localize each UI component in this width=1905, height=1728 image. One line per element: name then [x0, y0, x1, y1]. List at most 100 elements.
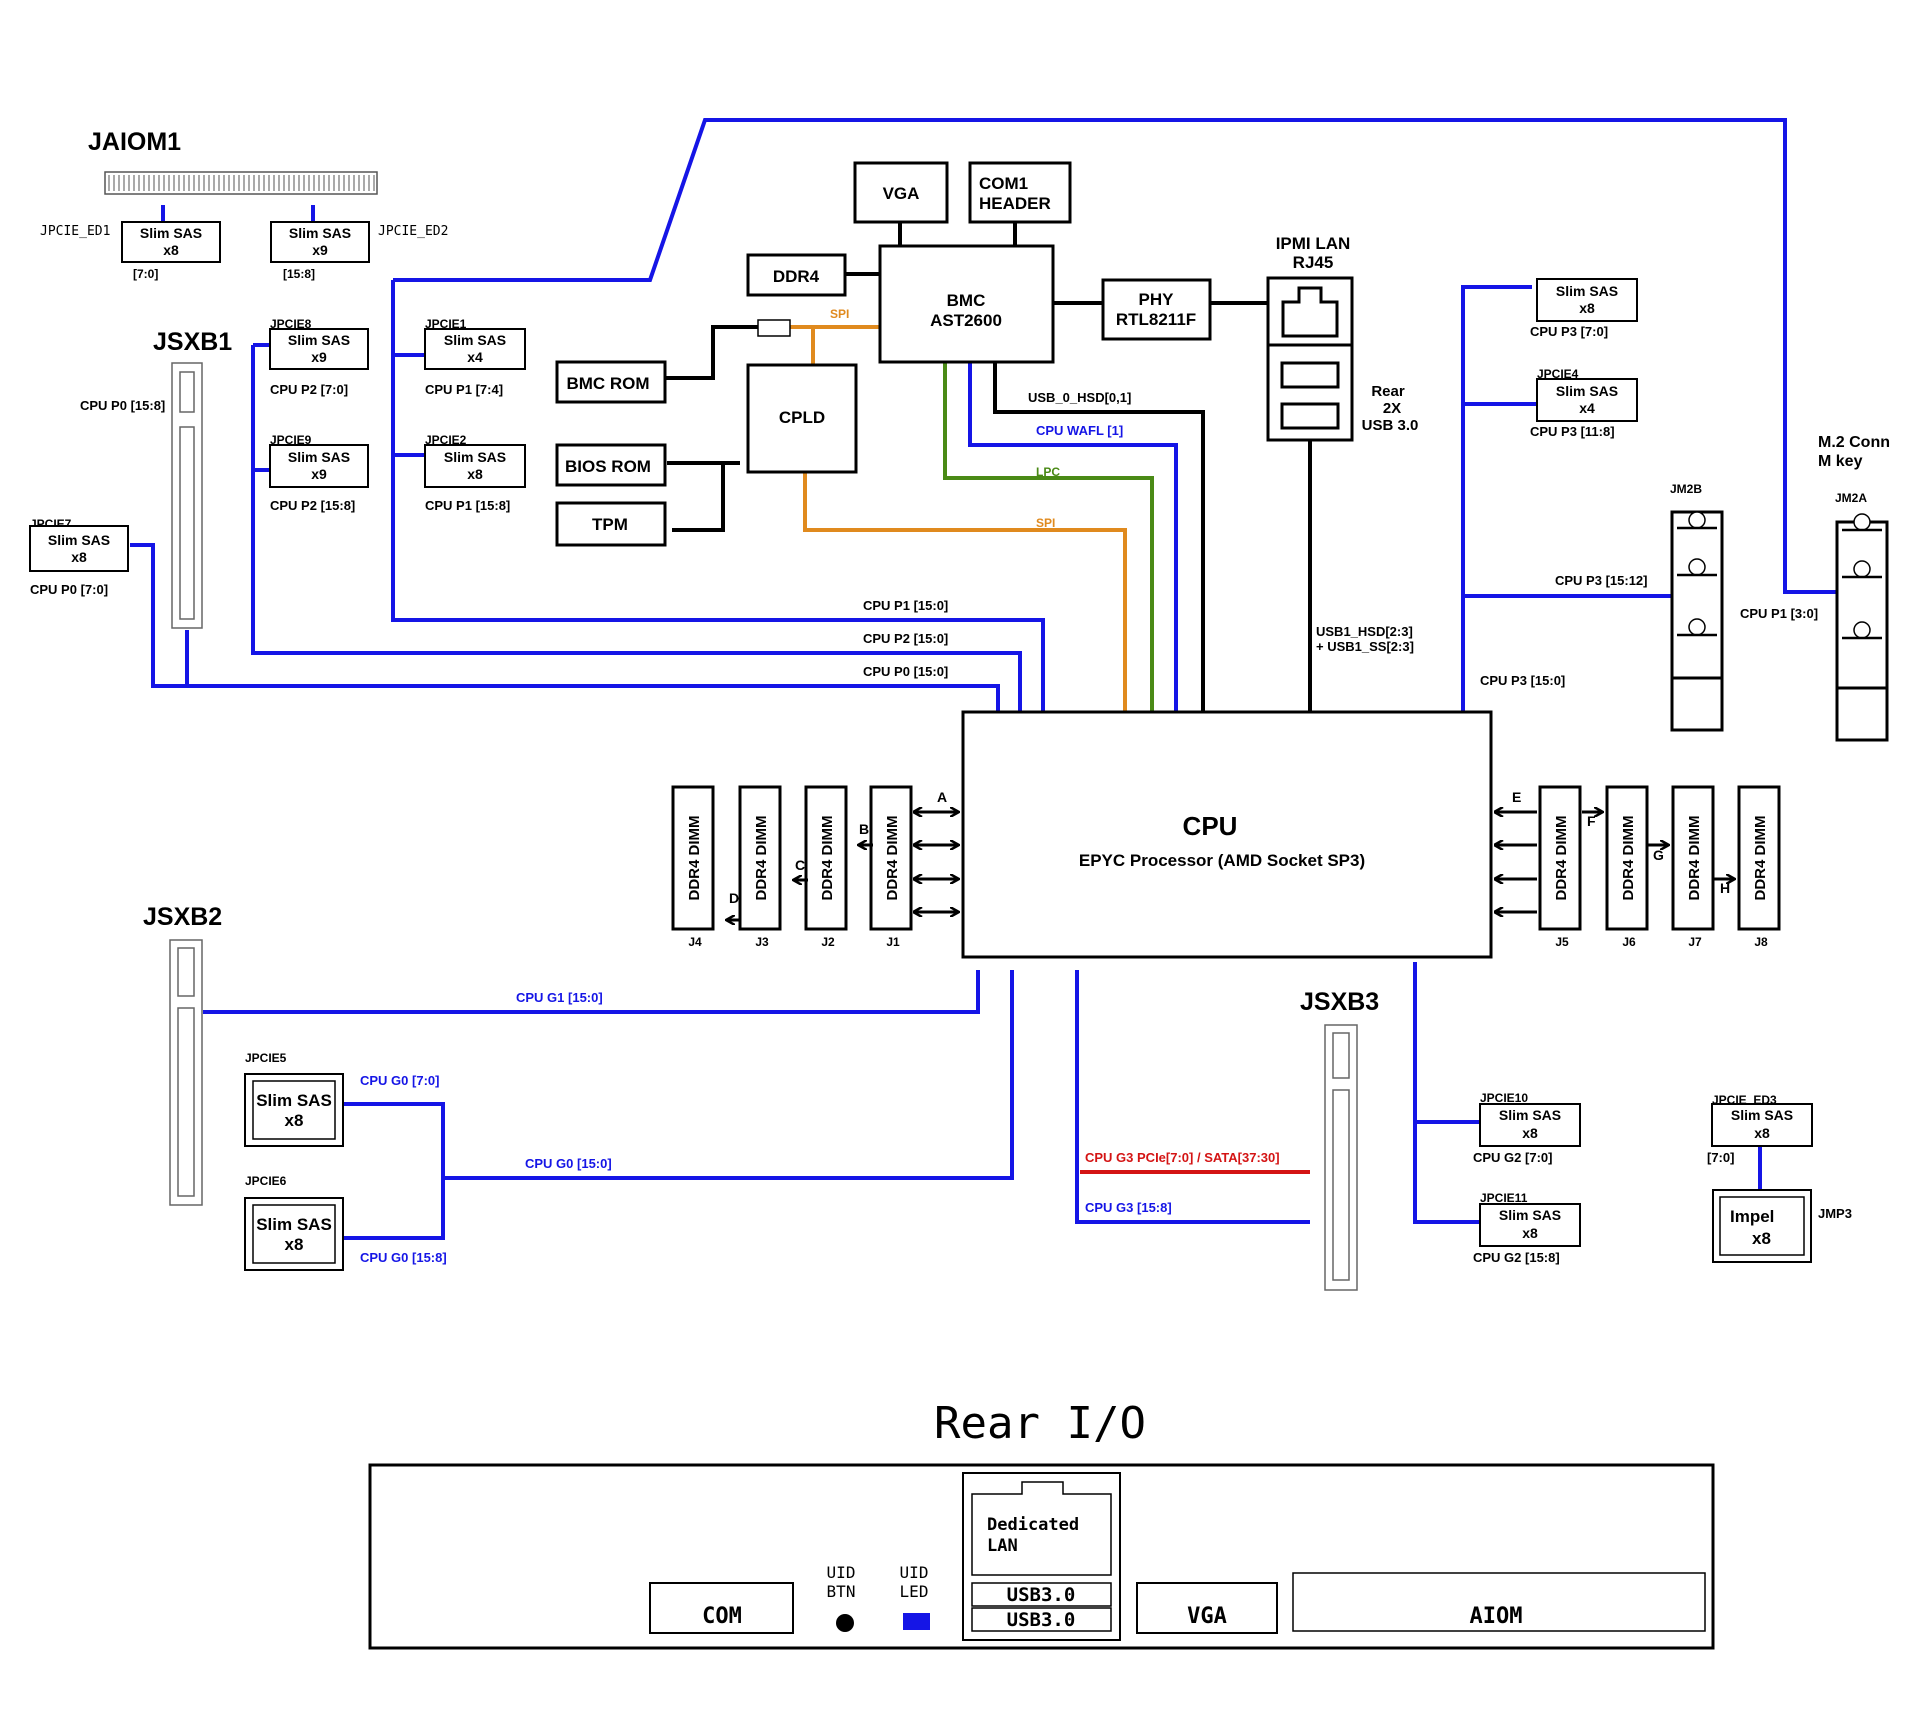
standoff-hole: [1688, 618, 1706, 636]
com-port[interactable]: [649, 1582, 794, 1634]
slimsas-id: JPCIE11: [1480, 1191, 1528, 1205]
slimsas-id: JPCIE9: [270, 433, 312, 447]
dimm-ref: J2: [821, 935, 835, 949]
ddr4-chip: [746, 253, 847, 297]
phy-label: PHY: [1139, 290, 1175, 309]
cpld-chip: [746, 363, 858, 474]
uid-btn-label-2: BTN: [827, 1582, 856, 1601]
cpu-title: CPU: [1183, 811, 1238, 841]
slimsas-id: JPCIE10: [1480, 1091, 1528, 1105]
slimsas-connector: [1536, 378, 1638, 422]
usb-port[interactable]: [971, 1607, 1112, 1632]
bios-rom-label: BIOS ROM: [565, 457, 651, 476]
usb-port[interactable]: [971, 1582, 1112, 1607]
impel-name: Impel: [1730, 1207, 1774, 1226]
impel-id: JMP3: [1818, 1206, 1852, 1221]
slimsas-name: Slim SAS: [444, 332, 506, 348]
jsxb1-label: JSXB1: [153, 328, 232, 356]
slimsas-name: Slim SAS: [140, 225, 202, 241]
dimm-slot: DDR4 DIMM J6: [1605, 785, 1649, 949]
lan-port[interactable]: [971, 1481, 1112, 1576]
vga-port-label: VGA: [1187, 1604, 1227, 1629]
slimsas-id: JPCIE_ED1: [40, 224, 110, 239]
spi-label: SPI: [830, 307, 849, 321]
slimsas-name: Slim SAS: [1556, 383, 1618, 399]
jsxb3-label: JSXB3: [1300, 988, 1379, 1016]
jsxb3-pins: [1332, 1089, 1350, 1281]
jsxb1-key: [179, 371, 195, 413]
p2-bus-label: CPU P2 [15:0]: [863, 631, 948, 646]
slimsas-lanes: [7:0]: [133, 267, 158, 281]
slimsas-width: x8: [467, 466, 483, 482]
dimm-label: DDR4 DIMM: [884, 816, 901, 901]
slimsas-width: x8: [71, 549, 87, 565]
cpld-label: CPLD: [779, 408, 825, 427]
standoff-hole: [1853, 621, 1871, 639]
bmc-chip: [878, 244, 1055, 364]
pcie-routes: [130, 118, 1842, 1240]
slimsas-connector: [424, 328, 526, 370]
slimsas-width: x9: [312, 242, 328, 258]
dimm-ref: J1: [886, 935, 900, 949]
dimm-label: DDR4 DIMM: [819, 816, 836, 901]
m2-standoffs: [1677, 511, 1882, 640]
jsxb2-label: JSXB2: [143, 903, 222, 931]
dimm-ref: J5: [1555, 935, 1569, 949]
slimsas-width: x4: [1579, 400, 1595, 416]
slimsas-lanes: CPU P0 [7:0]: [30, 582, 108, 597]
dimm-body: [1538, 785, 1582, 931]
dimm-label: DDR4 DIMM: [686, 816, 703, 901]
com-port-label: COM: [702, 1604, 742, 1629]
usb0-label: USB_0_HSD[0,1]: [1028, 390, 1131, 405]
dimm-slot: DDR4 DIMM J1: [869, 785, 913, 949]
channel-letter: G: [1653, 847, 1664, 863]
slimsas-connector: [270, 221, 370, 263]
dimm-ref: J6: [1622, 935, 1636, 949]
rear-usb-type: USB 3.0: [1362, 417, 1419, 434]
dimm-label: DDR4 DIMM: [1620, 816, 1637, 901]
dimm-body: [1671, 785, 1715, 931]
jsxb2-pins: [177, 1007, 195, 1197]
usb-port-icon: [1280, 402, 1340, 430]
mgmt-routes: [665, 222, 1312, 712]
wafl-label: CPU WAFL [1]: [1036, 423, 1123, 438]
slimsas-lanes: CPU P1 [7:4]: [425, 382, 503, 397]
dimm-label: DDR4 DIMM: [753, 816, 770, 901]
vga-chip-label: VGA: [883, 184, 920, 203]
bmc-label: BMC: [947, 291, 986, 310]
spi-mux: [757, 319, 791, 337]
slimsas-lanes: CPU G0 [7:0]: [360, 1073, 439, 1088]
bmc-model: AST2600: [930, 311, 1002, 330]
usb-port-label: USB3.0: [1007, 1584, 1076, 1606]
impel-inner: [1719, 1196, 1805, 1256]
slimsas-id: JPCIE2: [425, 433, 467, 447]
slimsas-name: Slim SAS: [444, 449, 506, 465]
slimsas-width: x8: [1522, 1125, 1538, 1141]
usb1-label-2: + USB1_SS[2:3]: [1316, 639, 1414, 654]
p3-bus-label: CPU P3 [15:0]: [1480, 673, 1565, 688]
aiom-slot-label: AIOM: [1470, 1604, 1523, 1629]
slimsas-width: x8: [285, 1111, 304, 1130]
dimm-body: [1605, 785, 1649, 931]
vga-port[interactable]: [1136, 1582, 1278, 1634]
aiom-slot[interactable]: [1292, 1572, 1706, 1632]
rear-usb-label: Rear: [1371, 383, 1405, 400]
p1-bus-label: CPU P1 [15:0]: [863, 598, 948, 613]
channel-letter: H: [1720, 880, 1730, 896]
jsxb1-pins: [179, 426, 195, 620]
jaiom1-pins: [108, 175, 375, 191]
slimsas-id: JPCIE6: [245, 1174, 287, 1188]
lan-sub: LAN: [987, 1536, 1018, 1556]
g0-bus-label: CPU G0 [15:0]: [525, 1156, 612, 1171]
uid-button[interactable]: [836, 1614, 854, 1632]
com1-header: [968, 161, 1072, 224]
slimsas-width: x8: [1579, 300, 1595, 316]
slimsas-name: Slim SAS: [256, 1091, 332, 1110]
slimsas-name: Slim SAS: [1556, 283, 1618, 299]
bmc-rom-label: BMC ROM: [566, 374, 649, 393]
uid-led: [903, 1613, 930, 1630]
slimsas-connector: [1479, 1103, 1581, 1147]
